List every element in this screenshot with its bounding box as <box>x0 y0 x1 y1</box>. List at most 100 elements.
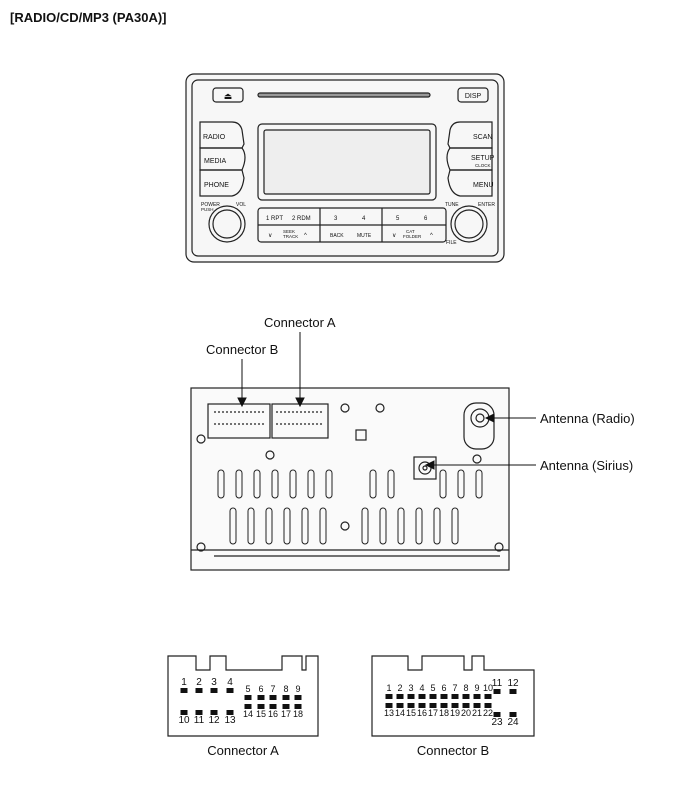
connector-b-pin-13-pin <box>385 703 393 708</box>
connector-a-pin-5-pin <box>244 695 252 700</box>
connector-b-pin-20-pin <box>462 703 470 708</box>
mute-label: MUTE <box>357 233 372 239</box>
connector-b-pin-3-pin <box>407 694 415 699</box>
connector-b-callout: Connector B <box>206 342 278 357</box>
connector-a-pin-6-pin <box>257 695 265 700</box>
radio-button[interactable] <box>199 121 245 149</box>
connector-b-pin-10-pin <box>484 694 492 699</box>
connector-a-pin-4-label: 4 <box>227 677 233 688</box>
connector-a-pin-7-label: 7 <box>270 684 275 694</box>
connector-a-pin-15-pin <box>257 704 265 709</box>
tune-knob[interactable] <box>450 205 488 243</box>
preset-4-label: 4 <box>362 216 366 222</box>
vol-label: VOL <box>236 202 246 208</box>
connector-a-callout: Connector A <box>264 315 336 330</box>
connector-b-pin-11-label: 11 <box>492 678 503 689</box>
menu-button[interactable] <box>447 169 493 197</box>
connector-a-outline <box>167 655 319 737</box>
connector-b-pin-19-pin <box>451 703 459 708</box>
connector-a-pin-14-label: 14 <box>243 709 253 719</box>
connector-b-pin-5-label: 5 <box>430 683 435 693</box>
connector-a-pin-12-label: 12 <box>208 715 220 726</box>
connector-a-pin-3-label: 3 <box>211 677 217 688</box>
file-label: FILE <box>446 240 457 246</box>
media-label: MEDIA <box>204 158 227 165</box>
connector-a-pin-16-label: 16 <box>268 709 278 719</box>
connector-b-pin-1-label: 1 <box>386 683 391 693</box>
connector-b-pin-11-pin <box>493 689 501 694</box>
antenna-sirius-callout: Antenna (Sirius) <box>540 458 633 473</box>
clock-label: CLOCK <box>475 163 491 168</box>
connector-b-pin-14-label: 14 <box>395 708 405 718</box>
connector-b-pin-15-pin <box>407 703 415 708</box>
connector-b-pin-12-pin <box>509 689 517 694</box>
page-title: [RADIO/CD/MP3 (PA30A)] <box>10 10 167 25</box>
connector-b-pin-22-pin <box>484 703 492 708</box>
connector-a-pin-4-pin <box>226 688 234 693</box>
connector-b-pin-18-pin <box>440 703 448 708</box>
phone-button[interactable] <box>199 169 245 197</box>
connector-a-pin-13-label: 13 <box>224 715 236 726</box>
connector-b-pin-2-label: 2 <box>397 683 402 693</box>
connector-b-pin-16-pin <box>418 703 426 708</box>
connector-b-outline <box>371 655 535 737</box>
cat-up-icon: ^ <box>430 233 433 239</box>
connector-a-pin-14-pin <box>244 704 252 709</box>
connector-a-pin-12-pin <box>210 710 218 715</box>
connector-b-pin-5-pin <box>429 694 437 699</box>
connector-b-pin-17-label: 17 <box>428 708 438 718</box>
connector-b-pin-7-pin <box>451 694 459 699</box>
scan-button[interactable] <box>447 121 493 149</box>
antenna-sirius-jack <box>413 456 437 480</box>
volume-knob[interactable] <box>208 205 246 243</box>
preset-2-label: 2 RDM <box>292 216 311 222</box>
connector-b-pin-18-label: 18 <box>439 708 449 718</box>
connector-b-pin-12-label: 12 <box>507 678 519 689</box>
connector-a-pin-10-label: 10 <box>178 715 190 726</box>
connector-a-caption: Connector A <box>207 743 279 758</box>
connector-a-pin-1-pin <box>180 688 188 693</box>
connector-b-pin-9-label: 9 <box>474 683 479 693</box>
preset-3-label: 3 <box>334 216 338 222</box>
connector-b-pin-8-label: 8 <box>463 683 468 693</box>
antenna-radio-jack <box>463 402 495 450</box>
connector-b-pin-24-pin <box>509 712 517 717</box>
phone-label: PHONE <box>204 182 229 189</box>
connector-a-pin-6-label: 6 <box>258 684 263 694</box>
preset-6-label: 6 <box>424 216 428 222</box>
connector-b-pin-17-pin <box>429 703 437 708</box>
connector-a-pin-7-pin <box>269 695 277 700</box>
connector-b-caption: Connector B <box>417 743 489 758</box>
connector-b-pin-3-label: 3 <box>408 683 413 693</box>
connector-b-pin-15-label: 15 <box>406 708 416 718</box>
connector-b-pin-16-label: 16 <box>417 708 427 718</box>
connector-b-pin-19-label: 19 <box>450 708 460 718</box>
cat-label: CAT <box>406 229 415 234</box>
seek-down-icon: ∨ <box>268 233 272 239</box>
connector-b-pin-22-label: 22 <box>483 708 493 718</box>
connector-b-pin-21-pin <box>473 703 481 708</box>
track-label: TRACK <box>283 234 298 239</box>
connector-a-pin-18-label: 18 <box>293 709 303 719</box>
push-label: PUSH <box>201 207 214 212</box>
eject-icon: ⏏ <box>224 91 233 101</box>
connector-a-pin-8-pin <box>282 695 290 700</box>
connector-b-pin-24-label: 24 <box>507 717 519 728</box>
connector-b-pin-14-pin <box>396 703 404 708</box>
callout-lines <box>237 332 536 470</box>
connector-a-pin-17-label: 17 <box>281 709 291 719</box>
disp-label: DISP <box>465 93 482 100</box>
connector-a-pin-15-label: 15 <box>256 709 266 719</box>
connector-b-housing <box>207 403 271 439</box>
connector-b-pin-4-label: 4 <box>419 683 424 693</box>
eject-button[interactable] <box>212 87 244 103</box>
connector-a-pin-2-label: 2 <box>196 677 202 688</box>
disp-button[interactable] <box>457 87 489 103</box>
scan-label: SCAN <box>473 134 492 141</box>
menu-label: MENU <box>473 182 494 189</box>
connector-a-pin-18-pin <box>294 704 302 709</box>
power-label: POWER <box>201 202 220 208</box>
